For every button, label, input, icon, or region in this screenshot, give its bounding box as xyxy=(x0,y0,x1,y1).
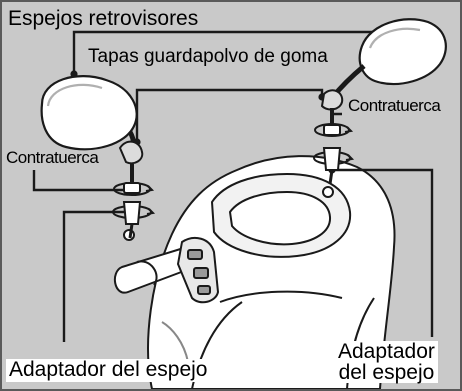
mirrors-label: Espejos retrovisores xyxy=(8,7,199,30)
adapter-left-label: Adaptador del espejo xyxy=(6,358,211,382)
adapter-right-line2: del espejo xyxy=(338,361,435,384)
dust-caps-label: Tapas guardapolvo de goma xyxy=(88,46,328,67)
right-mount-hardware xyxy=(313,89,355,185)
lock-nut-left-label: Contratuerca xyxy=(6,148,99,167)
left-mount-hardware xyxy=(112,140,156,239)
lock-nut-right-label: Contratuerca xyxy=(348,96,441,115)
adapter-right-label: Adaptador del espejo xyxy=(335,341,438,383)
adapter-right-line1: Adaptador xyxy=(338,340,435,363)
